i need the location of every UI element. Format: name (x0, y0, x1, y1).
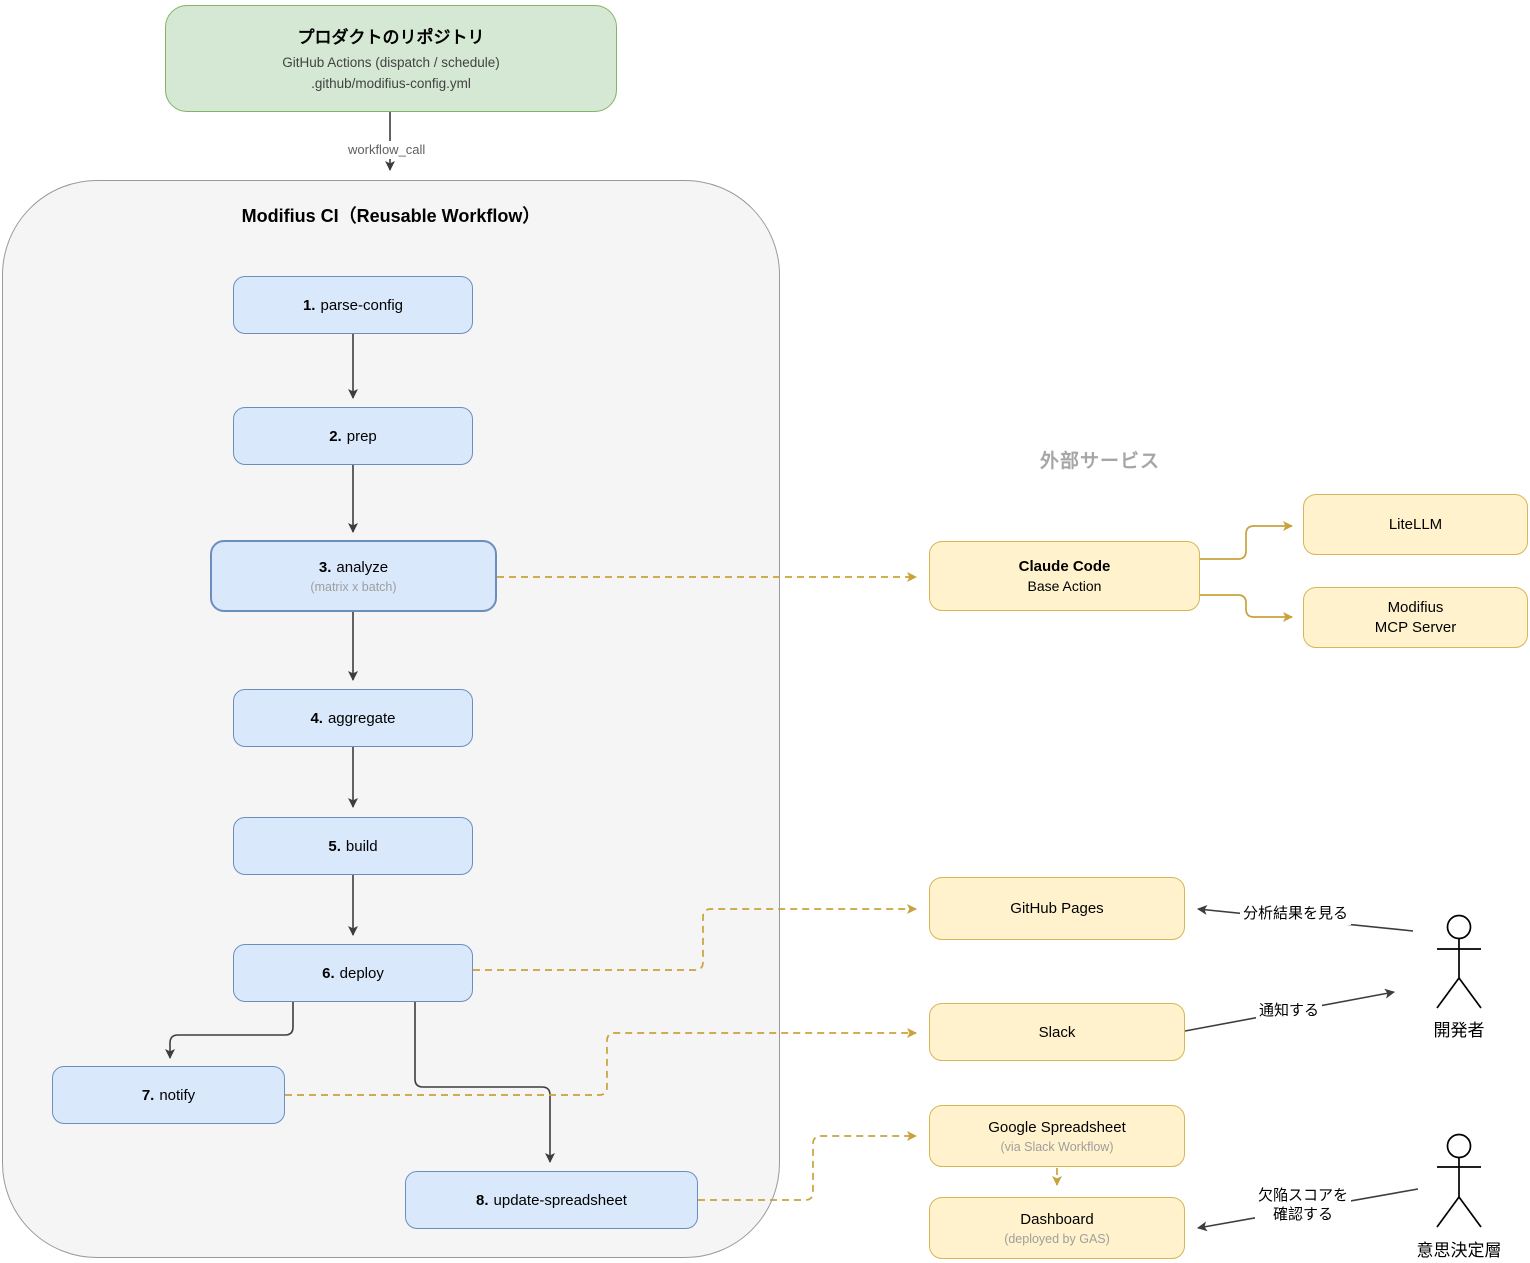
node-notify: 7.notify (52, 1066, 285, 1124)
check-score-edge-label: 欠陥スコアを 確認する (1255, 1186, 1352, 1226)
node-build: 5.build (233, 817, 473, 875)
node-litellm: LiteLLM (1303, 494, 1528, 555)
developer-label: 開発者 (1433, 1021, 1485, 1040)
node-deploy: 6.deploy (233, 944, 473, 1002)
notify-edge-label: 通知する (1256, 1001, 1323, 1022)
edge-claude-litellm (1200, 521, 1293, 560)
node-analyze: 3.analyze (matrix x batch) (210, 540, 497, 612)
product-repo-line1: GitHub Actions (dispatch / schedule) (282, 54, 500, 70)
node-google-spreadsheet: Google Spreadsheet (via Slack Workflow) (929, 1105, 1185, 1167)
node-parse-config: 1.parse-config (233, 276, 473, 334)
analyze-subtitle: (matrix x batch) (310, 579, 397, 594)
product-repo-title: プロダクトのリポジトリ (297, 27, 485, 47)
node-slack: Slack (929, 1003, 1185, 1061)
external-services-label: 外部サービス (1039, 451, 1160, 472)
view-results-edge-label: 分析結果を見る (1240, 904, 1352, 925)
node-product-repo: プロダクトのリポジトリ GitHub Actions (dispatch / s… (165, 5, 617, 112)
decision-makers-label: 意思決定層 (1416, 1241, 1502, 1260)
product-repo-line2: .github/modifius-config.yml (311, 75, 471, 91)
node-github-pages: GitHub Pages (929, 877, 1185, 940)
developer-actor-icon (1436, 914, 1482, 1009)
node-prep: 2.prep (233, 407, 473, 465)
node-modifius-mcp-server: Modifius MCP Server (1303, 587, 1528, 648)
node-update-spreadsheet: 8.update-spreadsheet (405, 1171, 698, 1229)
node-claude-code: Claude Code Base Action (929, 541, 1200, 611)
edge-claude-mcp (1200, 594, 1293, 622)
workflow-call-label: workflow_call (345, 141, 429, 160)
modifius-ci-title: Modifius CI（Reusable Workflow） (241, 206, 541, 226)
node-aggregate: 4.aggregate (233, 689, 473, 747)
decision-makers-actor-icon (1436, 1133, 1482, 1228)
node-dashboard: Dashboard (deployed by GAS) (929, 1197, 1185, 1259)
